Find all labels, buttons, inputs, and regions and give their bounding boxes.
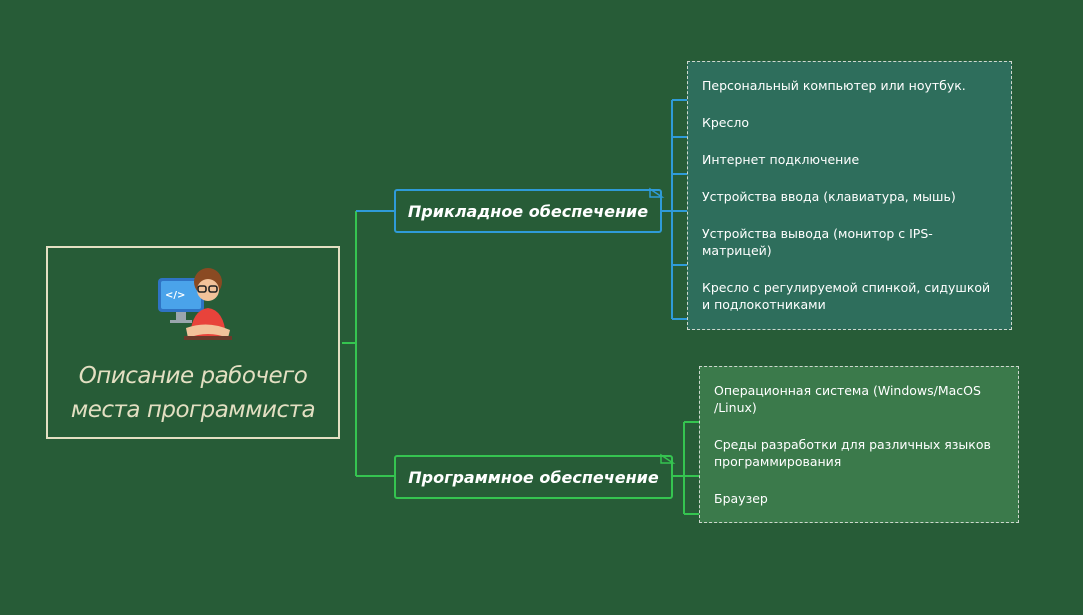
leaf-input-devices[interactable]: Устройства ввода (клавиатура, мышь) [702, 189, 956, 204]
root-title: Описание рабочего места программиста [70, 363, 316, 423]
leaf-os[interactable]: Операционная система (Windows/MacOS /Lin… [714, 383, 981, 415]
software-items-group [699, 366, 1019, 523]
branch-app-fold [649, 187, 665, 198]
programmer-avatar-icon [158, 268, 232, 340]
leaf-ide[interactable]: Среды разработки для различных языков пр… [714, 437, 991, 469]
leaf-output-devices[interactable]: Устройства вывода (монитор с IPS-матрице… [702, 226, 933, 258]
branch-software-label: Программное обеспечение [408, 467, 659, 487]
code-glyph: </> [165, 290, 186, 301]
root-connector [342, 210, 394, 477]
branch-software[interactable]: Программное обеспечение [394, 455, 673, 499]
leaf-internet[interactable]: Интернет подключение [702, 152, 860, 167]
applied-items-group [687, 61, 1012, 330]
branch-sw-fold [660, 453, 676, 464]
leaf-browser[interactable]: Браузер [714, 491, 768, 506]
leaf-chair[interactable]: Кресло [702, 115, 750, 130]
leaf-pc[interactable]: Персональный компьютер или ноутбук. [702, 78, 966, 93]
leaf-ergonomic-chair[interactable]: Кресло с регулируемой спинкой, сидушкой … [702, 280, 991, 312]
root-node[interactable]: </> Описание рабочего места программиста [46, 246, 340, 439]
branch-applied[interactable]: Прикладное обеспечение [394, 189, 662, 233]
branch-applied-label: Прикладное обеспечение [407, 201, 649, 221]
